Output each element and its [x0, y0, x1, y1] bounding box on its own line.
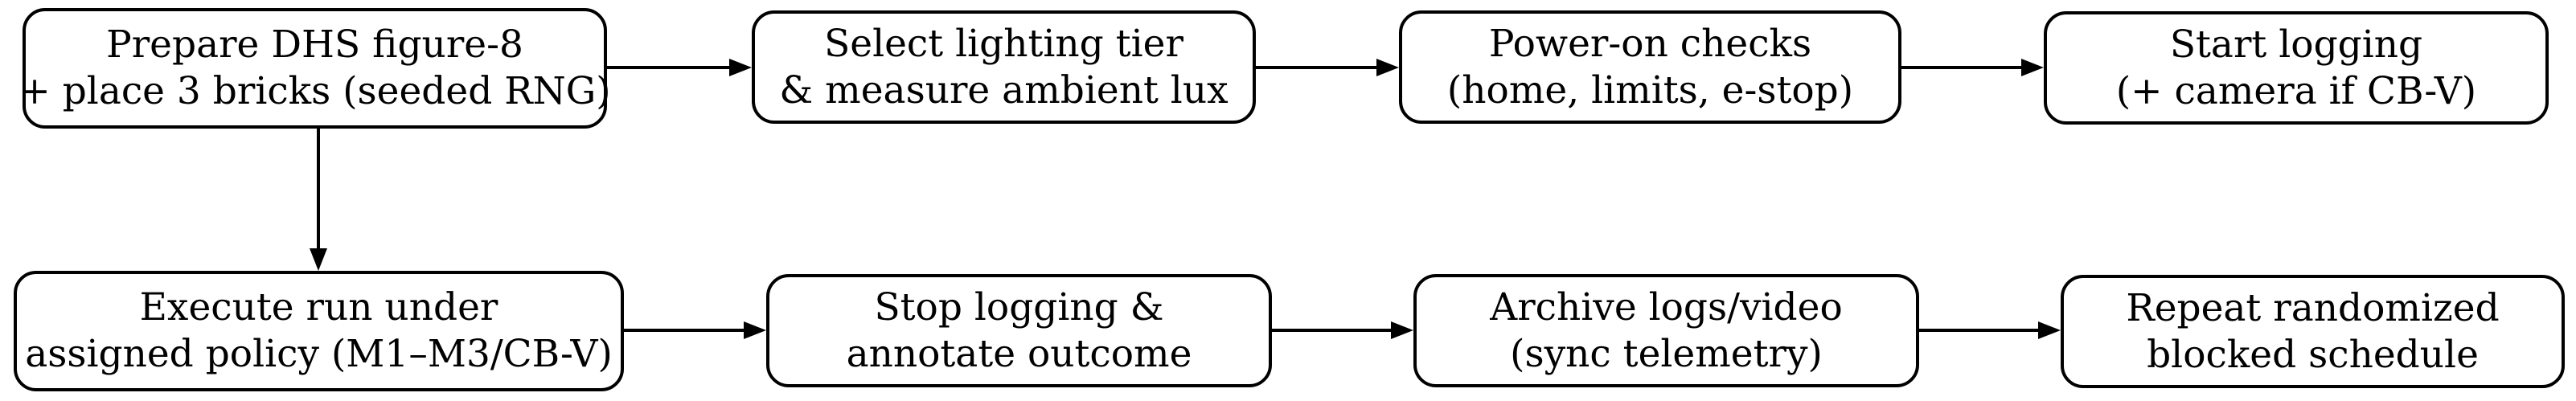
node-execute-run: Execute run under assigned policy (M1–M3…	[14, 271, 624, 391]
arrow-poweron-to-logging-head	[2021, 59, 2044, 76]
arrow-prepare-to-lighting-head	[729, 59, 752, 76]
arrow-prepare-to-execute-head	[310, 248, 327, 271]
node-stop-logging: Stop logging & annotate outcome	[766, 274, 1272, 387]
arrow-stop-to-archive-shaft	[1272, 329, 1391, 332]
arrow-poweron-to-logging-shaft	[1901, 66, 2021, 69]
node-stop-logging-line2: annotate outcome	[846, 331, 1192, 376]
node-start-logging-line2: (+ camera if CB-V)	[2115, 68, 2477, 113]
node-archive-logs: Archive logs/video (sync telemetry)	[1413, 274, 1919, 387]
arrow-archive-to-repeat-head	[2038, 321, 2061, 339]
arrow-prepare-to-lighting-shaft	[607, 66, 729, 69]
arrow-execute-to-stop-shaft	[624, 329, 744, 332]
node-power-on-checks-line2: (home, limits, e-stop)	[1446, 68, 1854, 113]
arrow-execute-to-stop-head	[744, 321, 766, 339]
node-select-lighting: Select lighting tier & measure ambient l…	[752, 10, 1256, 124]
node-power-on-checks-line1: Power-on checks	[1488, 21, 1812, 66]
arrow-lighting-to-poweron-head	[1376, 59, 1399, 76]
node-repeat-schedule-line2: blocked schedule	[2147, 332, 2479, 377]
node-archive-logs-line2: (sync telemetry)	[1510, 331, 1823, 376]
arrow-lighting-to-poweron-shaft	[1256, 66, 1376, 69]
node-archive-logs-line1: Archive logs/video	[1490, 284, 1843, 329]
node-prepare-dhs-line2: + place 3 bricks (seeded RNG)	[18, 69, 611, 113]
node-prepare-dhs-line1: Prepare DHS figure-8	[106, 23, 523, 67]
node-start-logging-line1: Start logging	[2169, 22, 2423, 67]
node-power-on-checks: Power-on checks (home, limits, e-stop)	[1399, 10, 1901, 124]
node-repeat-schedule: Repeat randomized blocked schedule	[2061, 275, 2565, 388]
arrow-archive-to-repeat-shaft	[1919, 329, 2038, 332]
arrow-prepare-to-execute-shaft	[317, 129, 320, 250]
node-repeat-schedule-line1: Repeat randomized	[2126, 285, 2500, 330]
node-prepare-dhs: Prepare DHS figure-8 + place 3 bricks (s…	[18, 8, 611, 129]
node-start-logging: Start logging (+ camera if CB-V)	[2044, 11, 2549, 125]
arrow-stop-to-archive-head	[1391, 321, 1413, 339]
node-select-lighting-line1: Select lighting tier	[824, 21, 1183, 66]
node-stop-logging-line1: Stop logging &	[874, 284, 1164, 329]
node-execute-run-line1: Execute run under	[139, 285, 498, 329]
node-select-lighting-line2: & measure ambient lux	[779, 68, 1229, 113]
node-execute-run-line2: assigned policy (M1–M3/CB-V)	[25, 332, 613, 376]
